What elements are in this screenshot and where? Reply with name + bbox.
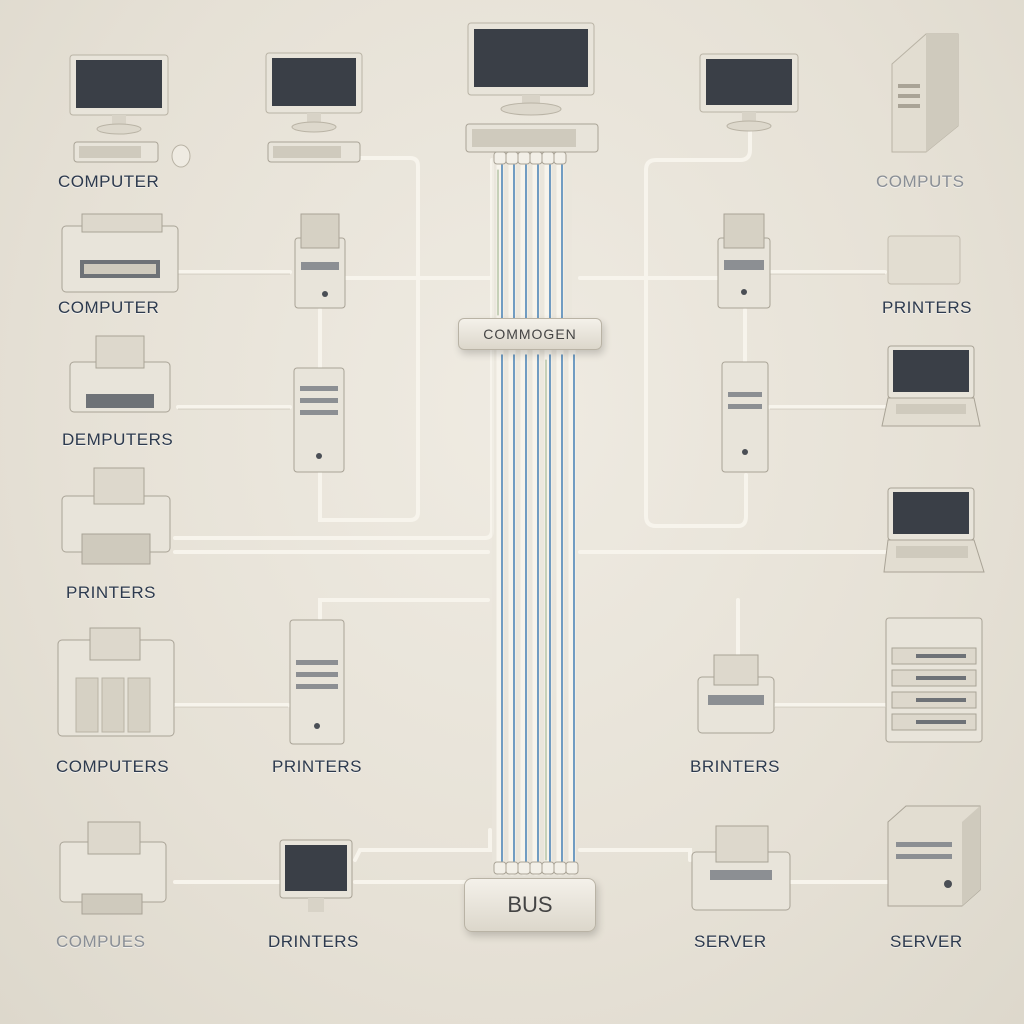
device-label: PRINTERS: [882, 298, 972, 317]
device-label: PRINTERS: [272, 757, 362, 776]
cable-link: [644, 128, 752, 528]
mouse-icon: [171, 144, 191, 168]
server-rack-icon: [885, 617, 983, 743]
device-label: DEMPUTERS: [62, 430, 174, 449]
device-label: SERVER: [890, 932, 963, 951]
laptop-icon: [883, 487, 985, 573]
device-label: COMPUTERS: [56, 757, 170, 776]
device-label: SERVER: [694, 932, 767, 951]
printer-icon: [697, 654, 775, 734]
device-label: COMPUTS: [876, 172, 965, 191]
monitor-icon: [279, 839, 353, 912]
cable-link: [578, 848, 692, 862]
bus-trunk: [492, 150, 579, 880]
device-label: COMPUES: [56, 932, 146, 951]
bus-label: BUS: [507, 892, 553, 917]
connector-label: COMMOGEN: [483, 326, 577, 342]
monitor-icon: [699, 53, 799, 132]
tower-icon: [289, 619, 345, 745]
keyboard-icon: [73, 141, 159, 163]
tower-icon: [293, 367, 345, 473]
monitor-icon: [69, 54, 169, 135]
printer-icon: [887, 235, 961, 285]
device-label: COMPUTER: [58, 298, 160, 317]
printer-icon: [691, 825, 791, 911]
monitor-icon: [467, 22, 595, 116]
printer-icon: [61, 213, 179, 293]
printer-icon: [59, 821, 167, 915]
printer-icon: [61, 467, 171, 565]
tower-icon: [891, 33, 959, 153]
keyboard-icon: [267, 141, 361, 163]
printer-icon: [294, 213, 346, 309]
printer-icon: [57, 627, 175, 737]
cable-link: [318, 156, 420, 522]
bus-box: BUS: [464, 878, 596, 932]
laptop-icon: [881, 345, 981, 427]
keyboard-icon: [465, 123, 599, 153]
server-icon: [887, 805, 981, 907]
device-label: PRINTERS: [66, 583, 156, 602]
connector-plate: COMMOGEN: [458, 318, 602, 350]
printer-icon: [717, 213, 771, 309]
device-label: BRINTERS: [690, 757, 780, 776]
device-label: DRINTERS: [268, 932, 359, 951]
device-label: COMPUTER: [58, 172, 160, 191]
tower-icon: [721, 361, 769, 473]
cable-link: [353, 828, 492, 862]
monitor-icon: [265, 52, 363, 133]
cable-link: [318, 598, 490, 620]
printer-icon: [69, 335, 171, 413]
